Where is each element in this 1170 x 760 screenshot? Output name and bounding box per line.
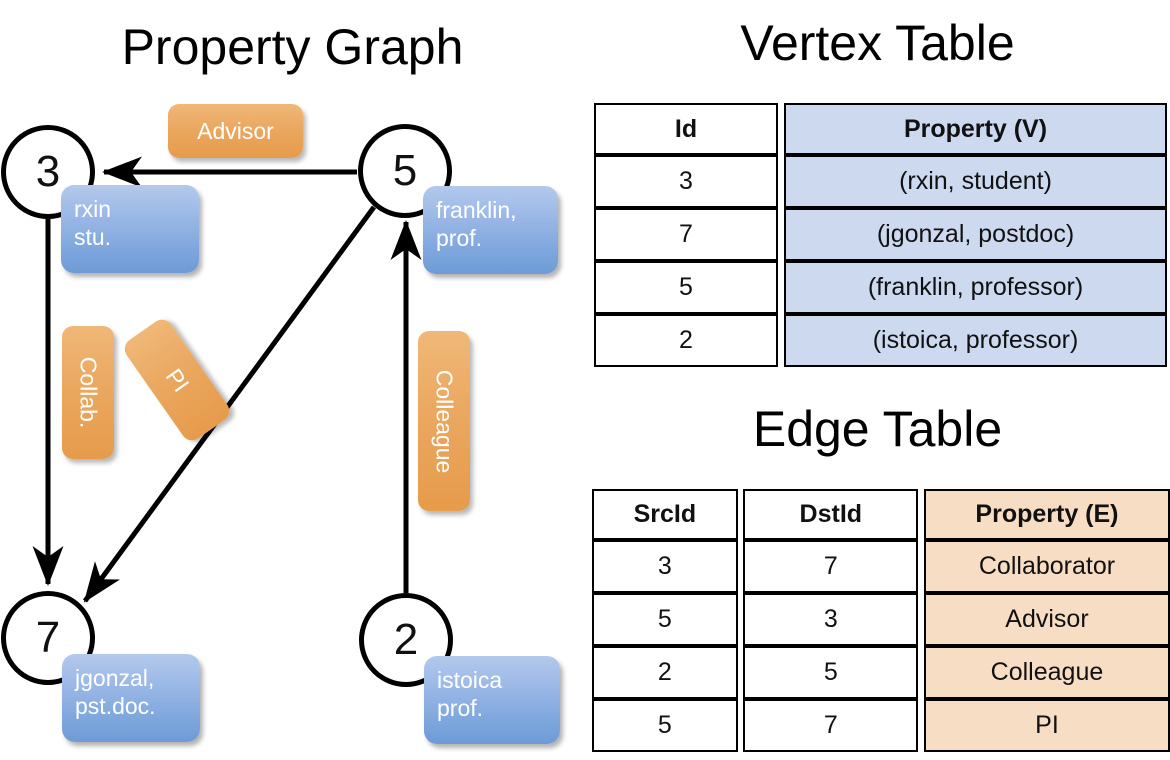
table-cell: 5 (592, 699, 738, 752)
table-cell: 7 (594, 208, 778, 261)
page-title-vertex-table: Vertex Table (740, 15, 1015, 71)
graph-node-5[interactable]: 5 (358, 124, 452, 218)
graph-node-2-label: 2 (393, 615, 419, 664)
property-graph-panel: Property Graph 3 5 7 2 rxin stu. frankli… (1, 19, 560, 744)
property-box-jgonzal-line2: pst.doc. (75, 693, 156, 720)
table-cell: 2 (594, 314, 778, 367)
column-header-id: Id (594, 103, 778, 155)
edge-label-advisor-text: Advisor (197, 117, 274, 144)
property-box-rxin-line1: rxin (74, 196, 112, 222)
property-box-istoica-line1: istoica (437, 667, 503, 693)
edge-label-pi-text: PI (160, 363, 195, 397)
graph-node-7-label: 7 (35, 613, 61, 662)
graph-node-2[interactable]: 2 (359, 593, 453, 687)
table-cell: Colleague (923, 646, 1170, 699)
property-box-jgonzal[interactable]: jgonzal, pst.doc. (62, 654, 200, 742)
property-box-franklin[interactable]: franklin, prof. (423, 186, 558, 274)
graph-node-5-label: 5 (392, 146, 418, 195)
table-cell: 7 (743, 540, 919, 593)
page-title-property-graph: Property Graph (121, 19, 464, 75)
edge-label-colleague[interactable]: Colleague (418, 331, 470, 511)
edge-label-collab-text: Collab. (75, 356, 102, 429)
graph-edges (32, 156, 422, 603)
property-box-rxin-line2: stu. (74, 224, 112, 251)
edge-label-advisor[interactable]: Advisor (168, 104, 303, 158)
property-box-jgonzal-line1: jgonzal, (75, 665, 155, 691)
graph-node-3-label: 3 (35, 147, 61, 196)
table-row: 5(franklin, professor) (594, 261, 1167, 314)
property-box-rxin[interactable]: rxin stu. (61, 185, 199, 273)
table-cell: 3 (594, 155, 778, 208)
property-box-franklin-line2: prof. (436, 225, 483, 252)
table-cell: PI (923, 699, 1170, 752)
edge-5-to-7 (82, 205, 377, 603)
property-box-istoica-line2: prof. (437, 695, 484, 722)
table-cell: Collaborator (923, 540, 1170, 593)
table-cell: (jgonzal, postdoc) (784, 208, 1167, 261)
edge-label-colleague-text: Colleague (431, 369, 458, 473)
table-cell: 2 (592, 646, 738, 699)
table-cell: (istoica, professor) (784, 314, 1167, 367)
edge-label-collab[interactable]: Collab. (62, 326, 114, 459)
table-row: 7(jgonzal, postdoc) (594, 208, 1167, 261)
property-box-istoica[interactable]: istoica prof. (424, 656, 560, 744)
table-cell: Advisor (923, 593, 1170, 646)
column-header-property-e: Property (E) (923, 489, 1170, 540)
column-header-property-v: Property (V) (784, 103, 1167, 155)
table-cell: 3 (743, 593, 919, 646)
table-cell: 5 (594, 261, 778, 314)
table-cell: 5 (592, 593, 738, 646)
table-cell: 5 (743, 646, 919, 699)
property-box-franklin-line1: franklin, (436, 197, 517, 223)
page-title-edge-table: Edge Table (752, 401, 1003, 457)
table-row: 2(istoica, professor) (594, 314, 1167, 367)
column-header-dstid: DstId (743, 489, 919, 540)
table-row: 3(rxin, student) (594, 155, 1167, 208)
column-header-srcid: SrcId (592, 489, 738, 540)
table-cell: (rxin, student) (784, 155, 1167, 208)
table-cell: 7 (743, 699, 919, 752)
table-cell: 3 (592, 540, 738, 593)
table-cell: (franklin, professor) (784, 261, 1167, 314)
